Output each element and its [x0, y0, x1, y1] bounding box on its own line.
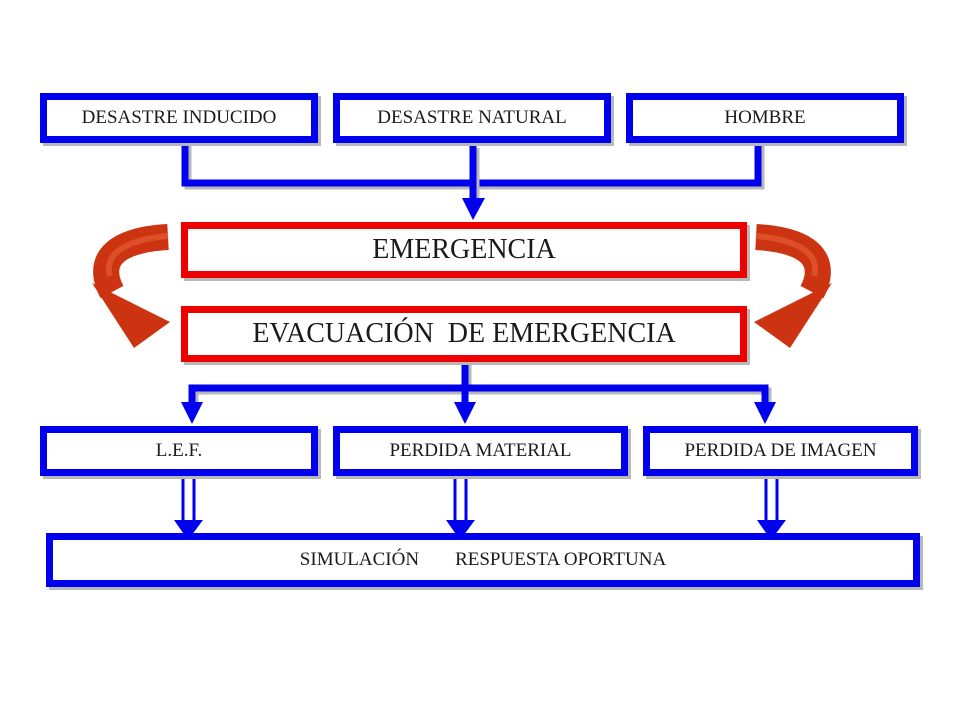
top-connector — [181, 142, 765, 220]
label-hombre: HOMBRE — [724, 107, 806, 128]
label-evacuacion: EVACUACIÓN DE EMERGENCIA — [252, 318, 676, 349]
box-desastre-inducido: DESASTRE INDUCIDO — [40, 93, 318, 143]
box-perdida-imagen: PERDIDA DE IMAGEN — [643, 426, 918, 476]
double-arrows — [174, 474, 786, 540]
label-desastre-natural: DESASTRE NATURAL — [377, 107, 567, 128]
box-evacuacion: EVACUACIÓN DE EMERGENCIA — [181, 306, 747, 362]
box-emergencia: EMERGENCIA — [181, 222, 747, 278]
double-arrow-left — [174, 474, 203, 540]
label-respuesta-oportuna: RESPUESTA OPORTUNA — [455, 549, 667, 570]
curved-arrow-left-icon — [92, 224, 170, 348]
label-lef: L.E.F. — [155, 440, 203, 461]
box-hombre: HOMBRE — [626, 93, 904, 143]
box-desastre-natural: DESASTRE NATURAL — [333, 93, 611, 143]
label-perdida-imagen: PERDIDA DE IMAGEN — [684, 440, 877, 461]
curved-arrow-right-icon — [754, 224, 832, 348]
double-arrow-right — [757, 474, 786, 540]
box-perdida-material: PERDIDA MATERIAL — [333, 426, 628, 476]
box-lef: L.E.F. — [40, 426, 318, 476]
down-arrow-lef — [181, 402, 203, 424]
box-simulacion-respuesta: SIMULACIÓN RESPUESTA OPORTUNA — [46, 533, 920, 587]
label-simulacion: SIMULACIÓN — [299, 549, 420, 570]
label-perdida-material: PERDIDA MATERIAL — [389, 440, 572, 461]
down-arrow-perdida-imagen — [754, 402, 776, 424]
down-arrow-perdida-material — [454, 402, 476, 424]
label-desastre-inducido: DESASTRE INDUCIDO — [81, 107, 277, 128]
down-arrow-emergencia — [462, 198, 485, 220]
middle-connector — [181, 360, 776, 424]
label-emergencia: EMERGENCIA — [372, 234, 556, 265]
double-arrow-center — [446, 474, 475, 540]
